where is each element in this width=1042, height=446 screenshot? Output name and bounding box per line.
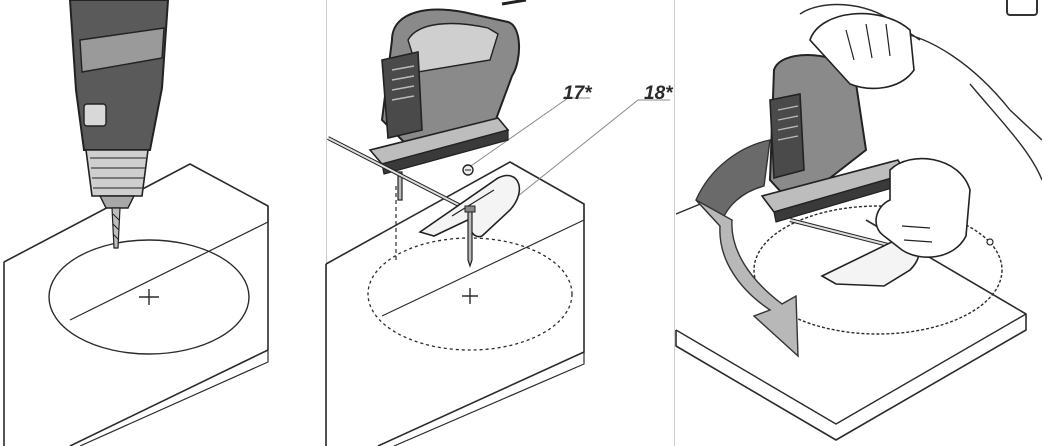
panel-cut-circle [670, 0, 1042, 446]
center-mark [462, 288, 478, 304]
workpiece-board [3, 163, 269, 446]
jigsaw-icon [368, 0, 527, 201]
panel-divider-1 [326, 0, 327, 446]
circle-guide-bracket [418, 174, 521, 268]
leader-line-17 [467, 97, 590, 169]
jigsaw-in-hands-icon [760, 12, 994, 287]
callout-part-18: 18* [644, 83, 673, 104]
figure-corner-box [1006, 0, 1038, 16]
cut-scene [675, 3, 1042, 441]
panel-drill-center-hole [0, 0, 330, 446]
panel-attach-circle-guide [322, 0, 678, 446]
circle-cut-line [753, 205, 1003, 335]
rotation-arrow-icon [695, 139, 799, 358]
drill-icon [68, 0, 170, 249]
panel-divider-2 [674, 0, 675, 446]
drill-scene [3, 0, 269, 446]
center-mark [139, 289, 159, 305]
screw-part-17 [462, 164, 474, 176]
circle-outline [48, 239, 250, 355]
workpiece-board [675, 219, 1027, 441]
setup-scene [325, 0, 670, 446]
board-edge [69, 206, 269, 321]
leader-line-18 [517, 99, 670, 197]
callout-part-17: 17* [563, 83, 592, 104]
